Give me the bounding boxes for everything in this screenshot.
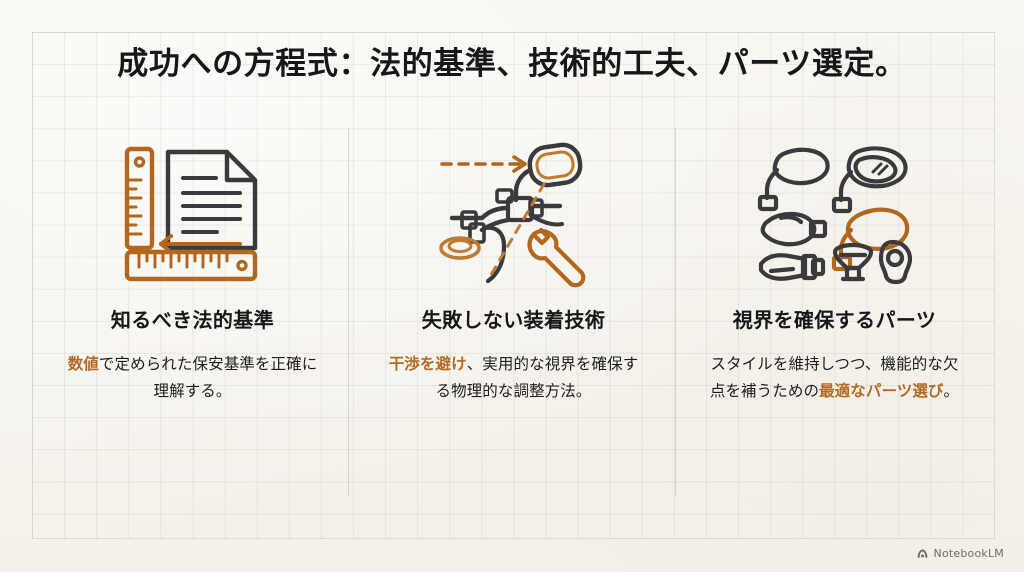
- column-visibility-parts: 視界を確保するパーツ スタイルを維持しつつ、機能的な欠点を補うための最適なパーツ…: [674, 128, 995, 496]
- body-text: スタイルを維持しつつ、機能的な欠点を補うための: [709, 355, 959, 400]
- grid-edge-top: [32, 32, 995, 33]
- column-divider-2: [675, 128, 676, 496]
- body-highlight: 数値: [67, 355, 99, 373]
- body-text: を確保する物理的な調整方法。: [435, 355, 639, 400]
- column-heading: 知るべき法的基準: [110, 308, 275, 332]
- watermark-label: NotebookLM: [933, 547, 1004, 560]
- ruler-document-icon: [88, 128, 298, 298]
- column-body: 干渉を避け、実用的な視界を確保する物理的な調整方法。: [383, 351, 645, 404]
- body-highlight: 干渉を避け: [388, 355, 467, 373]
- column-body: 数値で定められた保安基準を正確に理解する。: [62, 351, 324, 404]
- grid-edge-bottom: [32, 538, 995, 539]
- body-highlight: 最適なパーツ選び: [819, 381, 944, 400]
- notebooklm-watermark: NotebookLM: [916, 547, 1004, 560]
- columns-container: 知るべき法的基準 数値で定められた保安基準を正確に理解する。: [32, 128, 995, 496]
- slide-title: 成功への方程式：法的基準、技術的工夫、パーツ選定。: [117, 46, 907, 82]
- body-text: で定められた保安基準: [98, 355, 255, 373]
- column-legal-standards: 知るべき法的基準 数値で定められた保安基準を正確に理解する。: [32, 128, 353, 496]
- column-divider-1: [348, 128, 349, 496]
- mirror-parts-collection-icon: [730, 128, 940, 298]
- column-heading: 失敗しない装着技術: [421, 308, 606, 332]
- grid-edge-left: [32, 32, 33, 539]
- body-text: を正確に理解する。: [153, 355, 318, 400]
- column-body: スタイルを維持しつつ、機能的な欠点を補うための最適なパーツ選び。: [704, 351, 966, 404]
- column-heading: 視界を確保するパーツ: [732, 308, 937, 332]
- body-text: 。: [943, 381, 960, 400]
- notebooklm-logo-icon: [916, 547, 929, 560]
- body-text: 、実用的な視界: [466, 355, 576, 373]
- column-mounting-technique: 失敗しない装着技術 干渉を避け、実用的な視界を確保する物理的な調整方法。: [353, 128, 674, 496]
- grid-edge-right: [994, 32, 995, 539]
- handlebar-mirror-wrench-icon: [409, 128, 619, 298]
